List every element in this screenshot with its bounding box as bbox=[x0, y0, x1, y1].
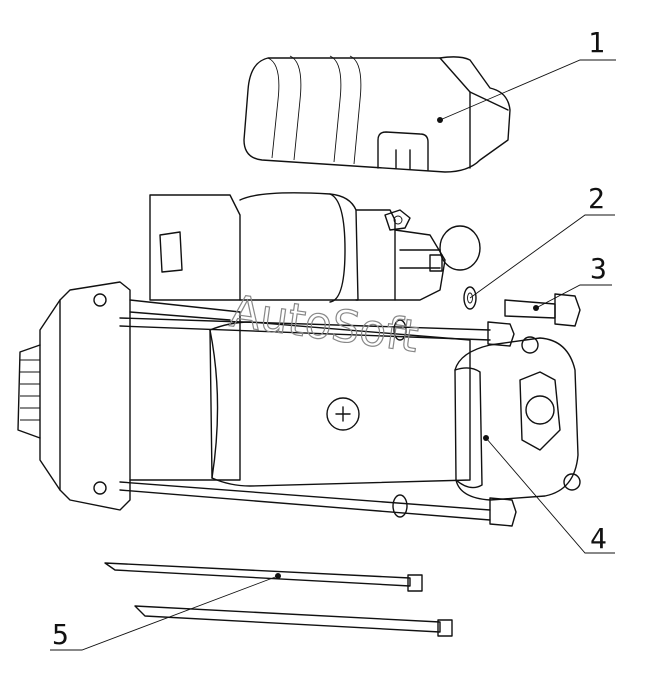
callout-label-3: 3 bbox=[590, 252, 607, 285]
watermark-text: AutoSoft bbox=[227, 286, 421, 363]
cable-tie-lower bbox=[134, 605, 453, 637]
cable-tie-upper bbox=[104, 562, 423, 592]
mounting-bolt-part bbox=[504, 293, 581, 327]
callout-label-5: 5 bbox=[52, 618, 69, 651]
leader-lines bbox=[50, 59, 616, 651]
solenoid-assembly bbox=[149, 192, 481, 303]
callout-label-4: 4 bbox=[590, 522, 607, 555]
callout-label-2: 2 bbox=[588, 182, 605, 215]
protective-cover-part bbox=[243, 55, 511, 173]
washer-part bbox=[463, 286, 477, 310]
through-bolt-lower bbox=[119, 481, 517, 527]
motor-body bbox=[17, 281, 471, 511]
callout-label-1: 1 bbox=[588, 26, 605, 59]
rear-end-cover-part bbox=[454, 336, 581, 501]
through-bolt-upper bbox=[119, 317, 515, 347]
